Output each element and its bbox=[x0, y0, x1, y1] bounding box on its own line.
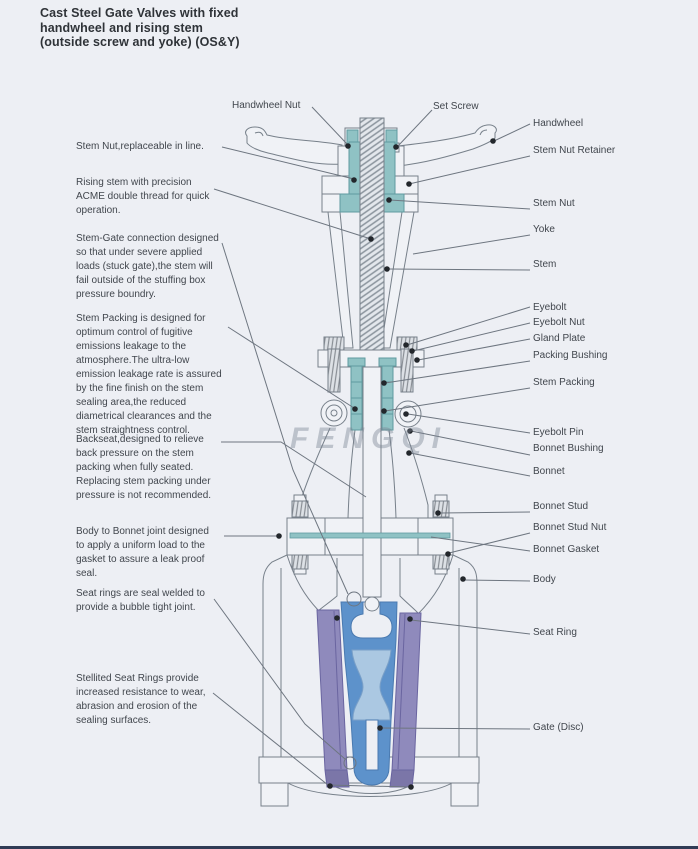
page-title: Cast Steel Gate Valves with fixed handwh… bbox=[40, 6, 240, 49]
label-bonnet-gasket: Bonnet Gasket bbox=[533, 544, 600, 555]
leader-dots bbox=[276, 138, 496, 790]
gland-assembly bbox=[317, 336, 425, 431]
annotation-backseat: Backseat,designed to relieve back pressu… bbox=[76, 434, 212, 501]
label-body: Body bbox=[533, 574, 556, 585]
label-bonnet: Bonnet bbox=[533, 466, 565, 477]
handwheel bbox=[245, 124, 497, 167]
annotation-stem-nut: Stem Nut,replaceable in line. bbox=[76, 141, 204, 152]
label-gland-plate: Gland Plate bbox=[533, 333, 586, 344]
label-eyebolt: Eyebolt bbox=[533, 302, 567, 313]
watermark: FENGQI bbox=[290, 422, 448, 455]
label-stem-nut-retainer: Stem Nut Retainer bbox=[533, 145, 616, 156]
annotation-stellited-seat-rings: Stellited Seat Rings provide increased r… bbox=[76, 673, 206, 726]
leader-lines bbox=[212, 106, 531, 788]
bonnet-gasket bbox=[289, 532, 451, 539]
label-bonnet-stud: Bonnet Stud bbox=[533, 501, 589, 512]
label-seat-ring: Seat Ring bbox=[533, 627, 577, 638]
label-eyebolt-nut: Eyebolt Nut bbox=[533, 317, 585, 328]
annotation-rising-stem: Rising stem with precision ACME double t… bbox=[76, 177, 210, 216]
annotation-stem-gate-connection: Stem-Gate connection designed so that un… bbox=[76, 233, 219, 300]
bonnet-studs bbox=[291, 494, 450, 575]
annotation-seat-rings-welded: Seat rings are seal welded to provide a … bbox=[76, 588, 205, 613]
label-bonnet-bushing: Bonnet Bushing bbox=[533, 443, 604, 454]
annotation-stem-packing: Stem Packing is designed for optimum con… bbox=[76, 313, 222, 436]
label-stem-nut: Stem Nut bbox=[533, 198, 575, 209]
label-set-screw: Set Screw bbox=[433, 101, 479, 112]
label-eyebolt-pin: Eyebolt Pin bbox=[533, 427, 584, 438]
seat-rings bbox=[316, 609, 422, 788]
label-yoke: Yoke bbox=[533, 224, 555, 235]
label-stem: Stem bbox=[533, 259, 557, 270]
label-packing-bushing: Packing Bushing bbox=[533, 350, 608, 361]
label-bonnet-stud-nut: Bonnet Stud Nut bbox=[533, 522, 607, 533]
gate-disc bbox=[340, 601, 398, 786]
annotation-body-bonnet-joint: Body to Bonnet joint designed to apply a… bbox=[76, 526, 209, 579]
label-gate-disc: Gate (Disc) bbox=[533, 722, 584, 733]
label-stem-packing: Stem Packing bbox=[533, 377, 595, 388]
label-handwheel-nut: Handwheel Nut bbox=[232, 100, 301, 111]
label-handwheel: Handwheel bbox=[533, 118, 584, 129]
